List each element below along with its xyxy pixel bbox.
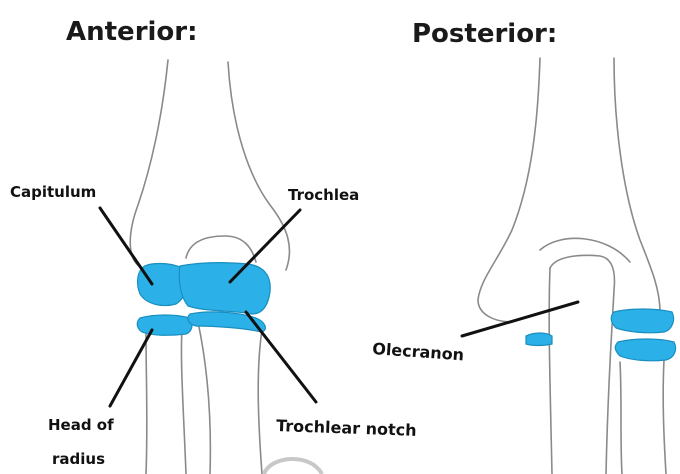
anterior-heading: Anterior: (66, 17, 198, 47)
anterior-humerus-outline (130, 60, 289, 270)
capitulum-label: Capitulum (10, 183, 96, 201)
posterior-humerus-cartilage (611, 309, 673, 333)
head-of-radius-cartilage (137, 315, 192, 335)
posterior-radius-outline (620, 360, 666, 474)
posterior-heading: Posterior: (412, 19, 557, 49)
posterior-olecranon-outline (540, 238, 630, 474)
trochlea-cartilage (179, 263, 270, 314)
watermark-arc (264, 459, 322, 474)
head-of-radius-label-line1: Head of (48, 416, 114, 434)
trochlear-notch-leader-line (246, 312, 316, 402)
capitulum-leader-line (100, 208, 152, 284)
trochlea-label: Trochlea (288, 186, 359, 204)
trochlear-notch-label: Trochlear notch (276, 416, 417, 440)
olecranon-label: Olecranon (372, 339, 465, 364)
anterior-radius-outline (146, 330, 186, 474)
posterior-humerus-outline (478, 58, 660, 322)
posterior-radial-head-cartilage (615, 339, 675, 361)
olecranon-articular-cartilage (526, 333, 552, 346)
head-of-radius-label-line2: radius (52, 450, 105, 468)
